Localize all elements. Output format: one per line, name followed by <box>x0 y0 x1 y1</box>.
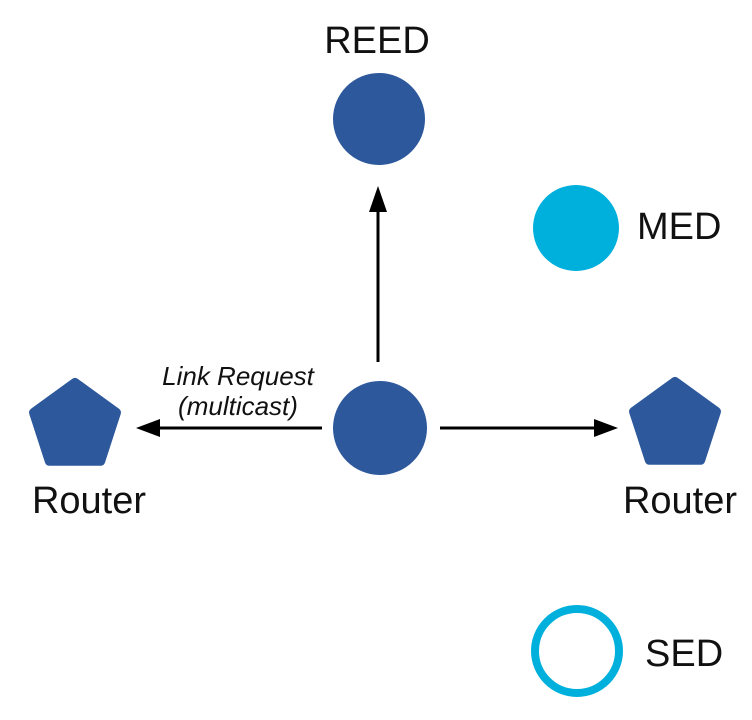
med-node-label: MED <box>637 206 722 248</box>
arrow-center-to-router-right-head <box>594 419 618 437</box>
med-node-circle-icon <box>533 185 619 271</box>
reed-node-circle-icon <box>333 73 425 165</box>
arrow-center-to-reed <box>369 186 387 362</box>
arrow-center-to-router-right <box>440 419 618 437</box>
sed-node-ring-icon <box>531 605 623 697</box>
sed-node-label: SED <box>645 633 724 675</box>
reed-node-label: REED <box>324 20 430 62</box>
router-left-pentagon-icon <box>29 378 121 466</box>
arrow-center-to-router-left <box>136 419 322 437</box>
arrow-center-to-reed-head <box>369 186 387 212</box>
router-right-node-label: Router <box>622 480 738 522</box>
router-right-pentagon-icon <box>629 377 721 465</box>
router-left-node-label: Router <box>31 480 147 522</box>
link-request-annotation: Link Request (multicast) <box>162 361 314 421</box>
arrow-center-to-router-left-head <box>136 419 160 437</box>
link-request-annotation-line2: (multicast) <box>178 391 298 421</box>
center-node-circle-icon <box>333 381 427 475</box>
link-request-annotation-line1: Link Request <box>162 361 314 391</box>
